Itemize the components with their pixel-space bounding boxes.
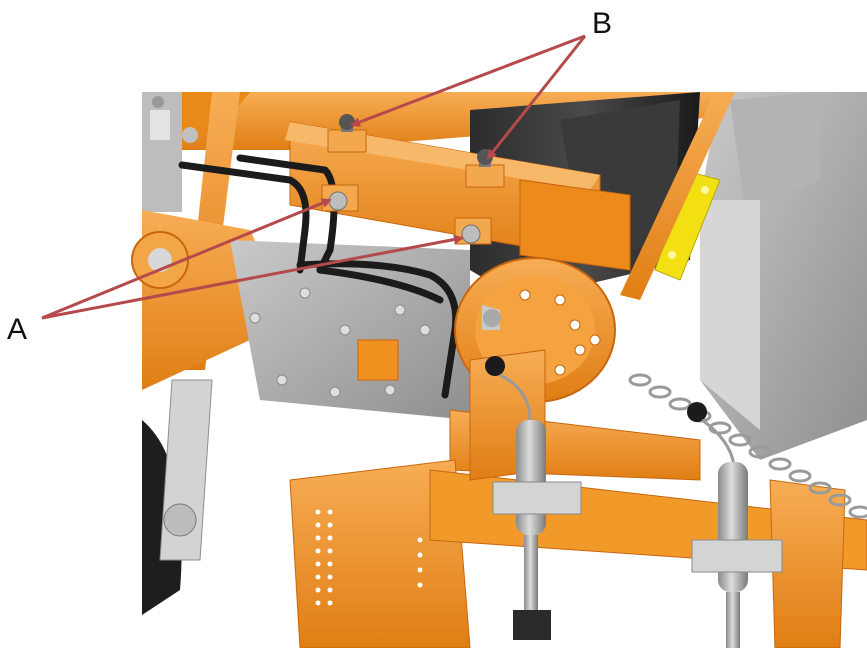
arrow-icon — [41, 198, 332, 320]
bolt-icon — [339, 114, 355, 130]
diagonal-strut — [620, 92, 735, 300]
clamp-block-a2 — [454, 217, 492, 245]
bolt-icon — [483, 309, 501, 327]
right-housing — [700, 92, 867, 460]
arrow-icon — [350, 34, 586, 127]
gas-spring-icon — [485, 356, 582, 640]
arrow-icon — [486, 35, 587, 160]
callout-arrows-a — [41, 198, 464, 320]
left-mount-block — [142, 92, 198, 212]
clamp-block-a1 — [321, 184, 359, 212]
arrow-icon — [41, 234, 464, 320]
callout-label-b: B — [592, 7, 613, 40]
callout-label-a: A — [7, 313, 28, 346]
bolt-icon — [328, 191, 348, 211]
callout-arrows-b — [350, 34, 587, 160]
gas-spring-icon — [687, 402, 783, 648]
bolt-icon — [461, 224, 481, 244]
front-wheel — [142, 379, 213, 615]
